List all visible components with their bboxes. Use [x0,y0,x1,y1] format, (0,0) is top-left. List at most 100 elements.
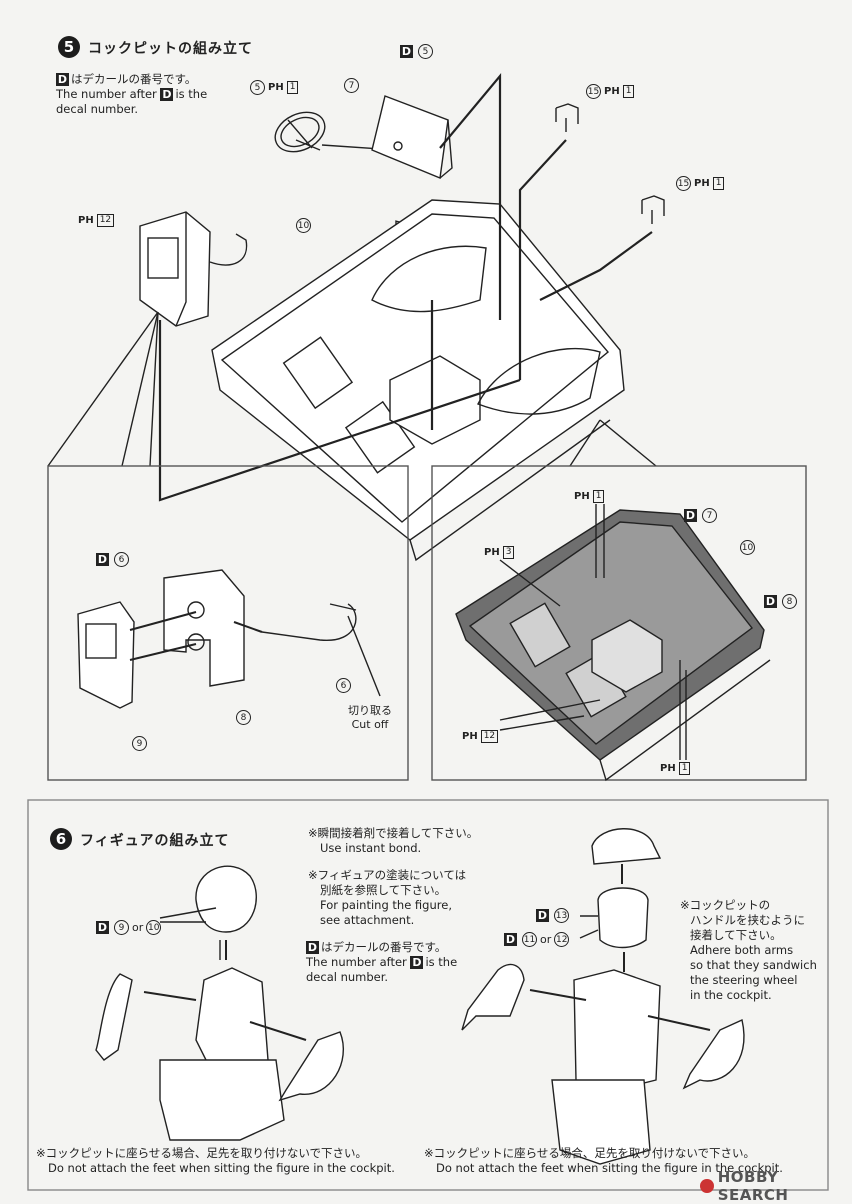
decal-letter: D [96,553,109,566]
ph-label: PH [694,178,710,189]
monitor-detail-part-9 [77,601,135,709]
feet-note-left: ※コックピットに座らせる場合、足先を取り付けないで下さい。 Do not att… [36,1146,395,1176]
part-10-detail-label: 10 [740,540,755,555]
part-number: 12 [554,932,570,947]
part-number: 8 [782,594,797,609]
decal-note-en-3: decal number. [306,970,389,984]
runner-number: 3 [502,546,515,559]
arms-note-en-3: the steering wheel [690,973,798,987]
or-text: or [132,921,144,934]
ph-label: PH [574,491,590,502]
feet-note-jp: ※コックピットに座らせる場合、足先を取り付けないで下さい。 [36,1146,368,1160]
decal-letter: D [536,909,549,922]
ph-label: PH [78,215,94,226]
ph-label: PH [484,547,500,558]
feet-note-right: ※コックピットに座らせる場合、足先を取り付けないで下さい。 Do not att… [424,1146,783,1176]
decal-note-en-2: is the [175,87,208,101]
cut-off-note: 切り取る Cut off [348,704,392,732]
decal-note-en-1: The number after [56,87,157,101]
decal-note-en-3: decal number. [56,102,139,116]
decal-letter: D [96,921,109,934]
paint-note-jp-2: 別紙を参照して下さい。 [320,883,447,897]
part-number: 15 [676,176,691,191]
part-number: 6 [336,678,351,693]
arms-note-en-4: in the cockpit. [690,988,772,1002]
decal-letter: D [160,88,174,101]
paint-note-en-1: For painting the figure, [320,898,452,912]
step-6-title: フィギュアの組み立て [80,833,230,849]
decal-note-jp: はデカールの番号です。 [321,940,447,954]
decal-note-jp: はデカールの番号です。 [71,72,197,86]
part-number: 6 [114,552,129,567]
part-8-label: 8 [236,710,251,725]
part-number: 10 [296,218,311,233]
part-10-label: 10 [296,218,311,233]
decal-letter: D [504,933,517,946]
bracket-part-15-top [555,103,579,132]
runner-number: 12 [480,730,499,743]
arms-note-jp-1: ※コックピットの [680,898,771,912]
hobby-search-watermark: HOBBY SEARCH [700,1168,852,1204]
arms-note-jp-3: 接着して下さい。 [690,928,782,942]
feet-note-jp: ※コックピットに座らせる場合、足先を取り付けないで下さい。 [424,1146,756,1160]
runner-number: 12 [96,214,115,227]
arms-note-jp-2: ハンドルを挟むように [690,913,805,927]
cable-detail-part-6 [261,603,381,697]
part-number: 11 [522,932,537,947]
part-number: 5 [250,80,265,95]
decal-letter: D [684,509,697,522]
part-number: 8 [236,710,251,725]
bond-note-jp: ※瞬間接着剤で接着して下さい。 [308,826,479,840]
ph-label: PH [268,82,284,93]
or-text: or [540,933,552,946]
decal-note-en-1: The number after [306,955,407,969]
assembled-cockpit-detail [455,509,771,782]
part-number: 15 [586,84,601,99]
runner-number: 1 [286,81,299,94]
cut-off-jp: 切り取る [348,704,392,717]
cockpit-tub-part-10 [211,199,625,562]
feet-note-en: Do not attach the feet when sitting the … [48,1161,395,1175]
runner-number: 1 [592,490,605,503]
bond-note: ※瞬間接着剤で接着して下さい。 Use instant bond. [308,826,478,856]
part-number: 10 [146,920,162,935]
feet-note-en: Do not attach the feet when sitting the … [436,1161,783,1175]
part-number: 9 [132,736,147,751]
decal-letter: D [306,941,319,954]
bond-note-en: Use instant bond. [320,841,422,855]
decal-letter: D [410,956,424,969]
paint-note-en-2: see attachment. [320,913,415,927]
hobby-search-logo-icon [700,1179,714,1193]
part-number: 10 [740,540,755,555]
decal-note-en-2: is the [425,955,458,969]
bracket-part-15-right [641,195,665,224]
decal-letter: D [400,45,413,58]
paint-note: ※フィギュアの塗装については 別紙を参照して下さい。 For painting … [308,868,466,928]
ph-label: PH [604,86,620,97]
part-number: 9 [114,920,129,935]
step-5-title: コックピットの組み立て [88,41,253,57]
monitor-part-12 [139,211,248,327]
figure-conductor-right [461,828,745,1165]
paint-note-jp-1: ※フィギュアの塗装については [308,868,467,882]
part-number: 7 [344,78,359,93]
figure-driver-left [95,865,345,1141]
decal-letter: D [56,73,69,86]
bracket-detail-part-8 [163,569,245,687]
cut-off-en: Cut off [351,718,389,731]
arms-note-en-2: so that they sandwich [690,958,817,972]
